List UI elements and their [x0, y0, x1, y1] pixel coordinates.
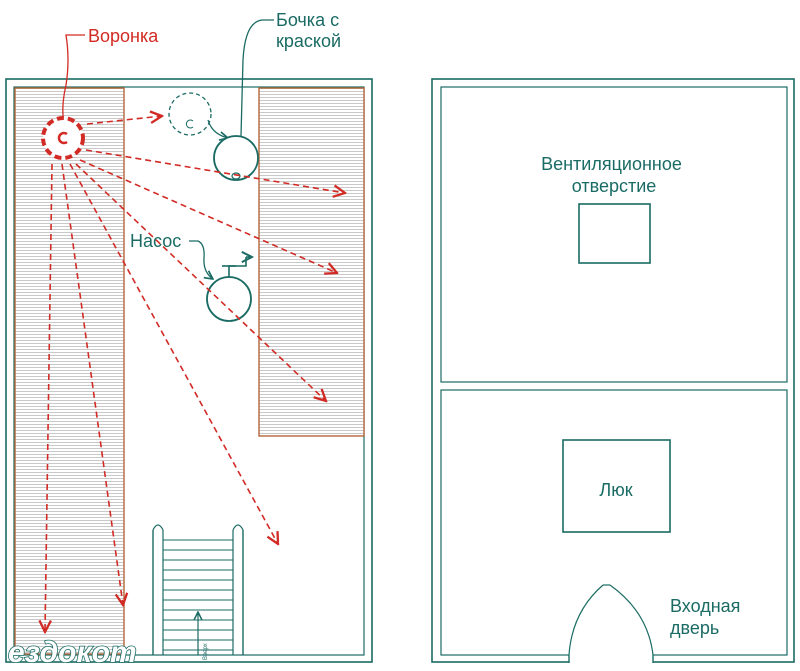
- dispersal-arrow: [69, 163, 278, 544]
- storage-area-left: [14, 87, 125, 655]
- vent-label: Вентиляционное отверстие: [541, 154, 687, 196]
- stairs-label: Вверх: [203, 643, 209, 660]
- dispersal-arrow: [86, 116, 162, 125]
- site-logo: ездокот: [7, 635, 137, 670]
- dispersal-arrow: [45, 163, 53, 632]
- hatch: [562, 439, 671, 533]
- door-label: Входная дверь: [670, 596, 745, 638]
- site-logo-text: ездокот: [8, 636, 137, 669]
- left-room: Вверх: [5, 10, 373, 663]
- ventilation-opening: [578, 203, 651, 264]
- funnel-label: Воронка: [88, 26, 159, 46]
- hatch-label: Люк: [599, 480, 632, 500]
- funnel-icon: [41, 116, 85, 160]
- pump-label: Насос: [130, 231, 181, 251]
- barrel-label: Бочка с краской: [276, 10, 344, 51]
- paint-barrel-icon: [213, 135, 259, 181]
- funnel-label-leader: [62, 34, 85, 117]
- barrel-shift-arrow: [207, 119, 228, 138]
- upper-chamber: [440, 86, 788, 383]
- dispersal-arrow: [61, 163, 123, 605]
- dispersal-arrow: [79, 159, 337, 273]
- entrance-door-icon: [568, 584, 654, 664]
- pump-label-leader: [189, 240, 213, 279]
- dispersal-arrows: [45, 116, 345, 632]
- dispersal-arrow: [75, 163, 326, 401]
- right-room: Вентиляционное отверстие Люк Входная две…: [431, 78, 795, 664]
- pump-icon: [206, 257, 252, 322]
- staircase: Вверх: [152, 524, 244, 660]
- barrel-original-position-icon: [168, 92, 212, 136]
- left-room-outer-wall: [5, 78, 373, 663]
- barrel-label-leader: [240, 19, 274, 137]
- dispersal-arrow: [85, 149, 345, 193]
